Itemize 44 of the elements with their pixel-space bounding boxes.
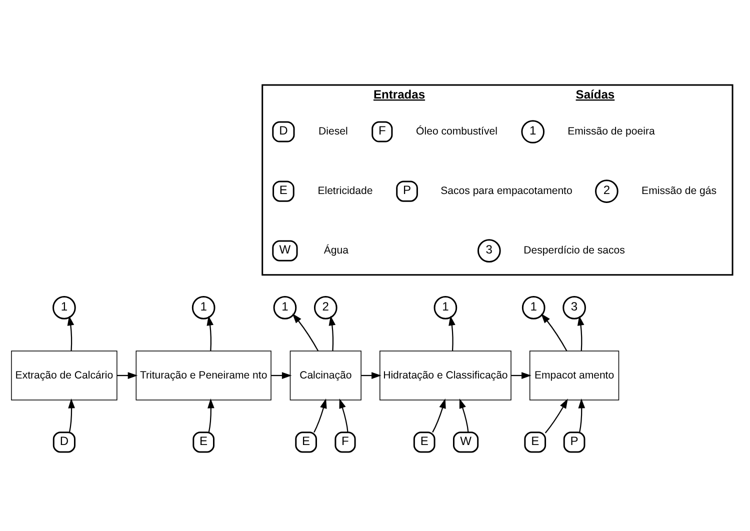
node-label: Diesel: [318, 126, 348, 138]
node-box: Calcinação: [290, 350, 362, 400]
node-circle: 3: [562, 296, 586, 320]
node-box: Hidratação e Classificação: [380, 350, 512, 400]
arrow: [432, 398, 446, 433]
node-circle: 1: [434, 296, 458, 320]
node-circle: 1: [273, 296, 297, 320]
node-circle: 3: [477, 239, 501, 262]
arrow: [206, 316, 214, 351]
node-circle: 2: [595, 180, 618, 203]
arrow: [292, 314, 319, 352]
node-circle: 1: [521, 120, 545, 144]
node-box: Empacot amento: [529, 350, 620, 400]
arrow: [339, 398, 348, 432]
node-label: Água: [324, 244, 348, 257]
arrow: [208, 398, 214, 432]
node-label: Sacos para empacotamento: [440, 185, 572, 198]
arrow: [448, 316, 456, 351]
node-circle: 1: [522, 296, 546, 320]
node-box: W: [272, 240, 298, 262]
node-box: Extração de Calcário: [11, 350, 118, 400]
node-box: Trituração e Peneirame nto: [136, 350, 272, 400]
node-label: Eletricidade: [318, 185, 373, 198]
arrow: [459, 398, 469, 432]
node-circle: 1: [52, 296, 76, 320]
arrow: [511, 372, 532, 379]
arrow: [68, 398, 75, 432]
arrow: [540, 314, 568, 352]
arrow: [577, 316, 584, 351]
node-label: Emissão de gás: [642, 185, 716, 198]
arrow: [361, 372, 382, 379]
node-box: W: [452, 432, 479, 453]
node-label: Desperdício de sacos: [524, 244, 625, 257]
arrow: [314, 398, 327, 433]
node-circle: 2: [314, 296, 338, 320]
arrow: [578, 398, 586, 432]
arrow: [271, 372, 292, 379]
node-circle: 1: [192, 296, 216, 320]
arrow: [328, 316, 336, 351]
arrow: [544, 398, 568, 434]
arrow: [117, 372, 138, 379]
arrow: [67, 316, 74, 351]
node-label: Óleo combustível: [416, 126, 498, 138]
node-label: Emissão de poeira: [568, 126, 655, 138]
